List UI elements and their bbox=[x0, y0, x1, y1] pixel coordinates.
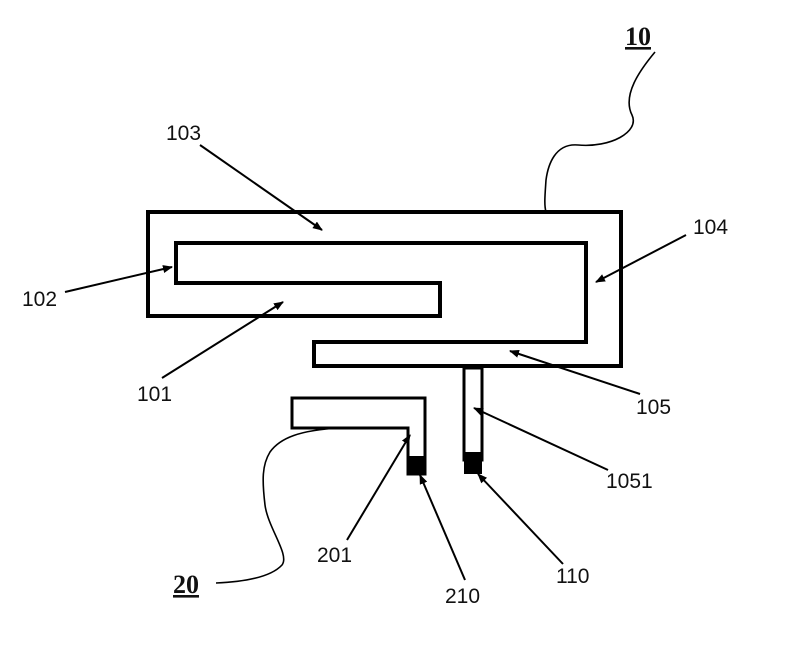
ref-10-leader bbox=[545, 52, 655, 212]
arrow-101 bbox=[162, 302, 283, 378]
label-210: 210 bbox=[445, 585, 480, 608]
ref-label-20: 20 bbox=[173, 570, 199, 599]
parasitic-element-outline bbox=[292, 398, 425, 474]
arrow-104 bbox=[596, 235, 686, 282]
arrow-110 bbox=[478, 474, 563, 564]
ref-label-10: 10 bbox=[625, 22, 651, 51]
label-103: 103 bbox=[166, 122, 201, 145]
feed-stub-1051 bbox=[464, 368, 482, 460]
feed-point-110 bbox=[464, 452, 482, 474]
arrow-210 bbox=[420, 475, 465, 580]
arrow-1051 bbox=[474, 408, 608, 470]
arrow-201 bbox=[347, 435, 410, 540]
label-201: 201 bbox=[317, 544, 352, 567]
label-110: 110 bbox=[556, 565, 589, 588]
label-101: 101 bbox=[137, 383, 172, 406]
label-104: 104 bbox=[693, 216, 728, 239]
arrow-102 bbox=[65, 267, 172, 292]
label-1051: 1051 bbox=[606, 470, 653, 493]
ground-point-210 bbox=[408, 456, 425, 474]
arrow-103 bbox=[200, 145, 322, 230]
label-105: 105 bbox=[636, 396, 671, 419]
label-102: 102 bbox=[22, 288, 57, 311]
